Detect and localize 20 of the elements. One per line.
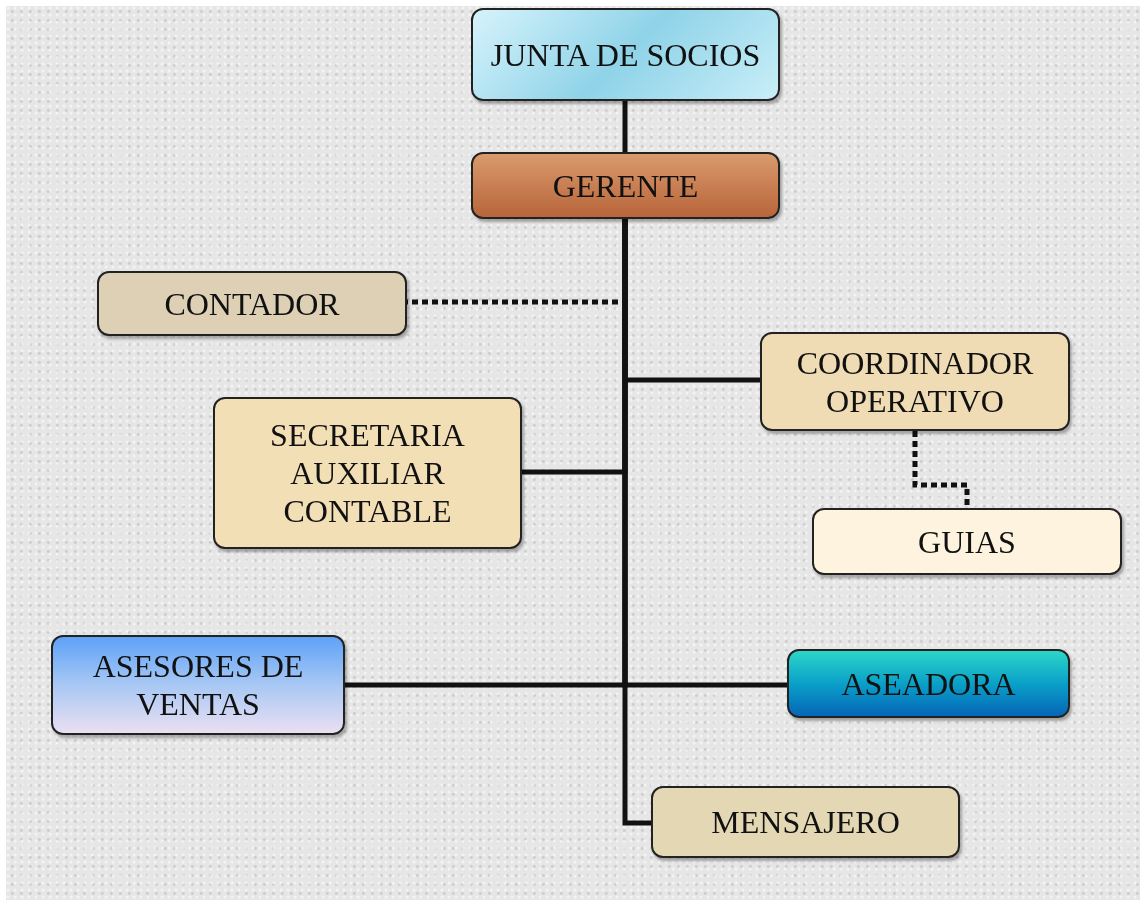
role-title: MENSAJERO (711, 803, 900, 841)
role-title: JUNTA DE SOCIOS (490, 35, 761, 74)
role-title: CONTADOR (164, 284, 340, 323)
role-title: ASEADORA (841, 664, 1016, 703)
org-chart-box (471, 8, 780, 101)
role-title: SECRETARIA AUXILIAR CONTABLE (269, 416, 466, 530)
org-chart-box (787, 649, 1070, 718)
dotted-connector (912, 431, 970, 508)
role-title: GERENTE (552, 166, 699, 205)
org-chart-box (51, 635, 345, 735)
role-title: GUIAS (918, 522, 1016, 561)
role-title: ASESORES DE VENTAS (91, 647, 305, 723)
connector-line (622, 101, 628, 152)
org-chart-box (651, 786, 960, 858)
org-chart-box (760, 332, 1070, 431)
org-chart-box (97, 271, 407, 336)
org-chart-box (471, 152, 780, 219)
role-title: COORDINADOR OPERATIVO (795, 343, 1035, 420)
org-chart-box (812, 508, 1122, 575)
org-chart-box (213, 397, 522, 549)
